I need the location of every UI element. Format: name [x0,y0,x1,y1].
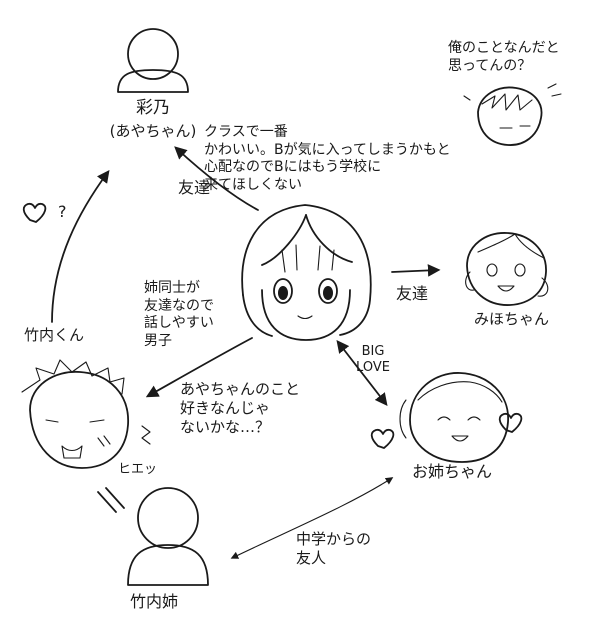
arrow-sister-takeuchi-sister [230,477,394,559]
relation-friend-aya: 友達 [178,178,211,197]
aya-name: 彩乃 [136,98,170,118]
relation-question-mark: ? [58,202,67,221]
arrow-b-to-takeuchi [145,337,253,398]
mihochan-head [465,232,549,306]
mihochan-name: みほちゃん [474,310,550,328]
heart-icon [498,412,523,433]
sister-head [399,372,509,463]
aya-reason-note: クラスで一番 かわいい。Bが気に入ってしまうかもと 心配なのでBにはもう学校に … [204,124,451,193]
aya-silhouette [117,28,189,93]
relation-friend-miho: 友達 [396,284,429,303]
heart-icon [370,428,395,449]
arrow-b-to-aya [174,146,259,211]
takeuchi-head [21,359,151,469]
equal-sign-mark [97,487,125,513]
takeuchi-sister-silhouette [127,487,209,586]
takeuchi-guess-note: あやちゃんのこと 好きなんじゃ ないかな…？ [180,380,301,436]
main-character-b [241,204,372,341]
relation-big-love: BIG LOVE [356,344,390,376]
heart-icon [22,202,47,223]
takeuchi-sister-name: 竹内姉 [130,592,179,611]
takeuchi-name: 竹内くん [24,326,85,344]
b-thought-note: 俺のことなんだと 思ってんの？ [448,40,560,74]
aya-nickname: (あやちゃん) [109,122,197,140]
takeuchi-sound: ヒエッ [118,462,158,477]
takeuchi-reason-note: 姉同士が 友達なので 話しやすい 男子 [144,280,214,349]
arrow-takeuchi-to-aya [51,169,110,323]
arrow-b-to-miho [391,264,441,277]
sister-name: お姉ちゃん [412,462,493,481]
middle-school-note: 中学からの 友人 [296,530,372,567]
arrow-b-sister-bidirectional [336,340,388,406]
b-small-head [463,83,562,146]
